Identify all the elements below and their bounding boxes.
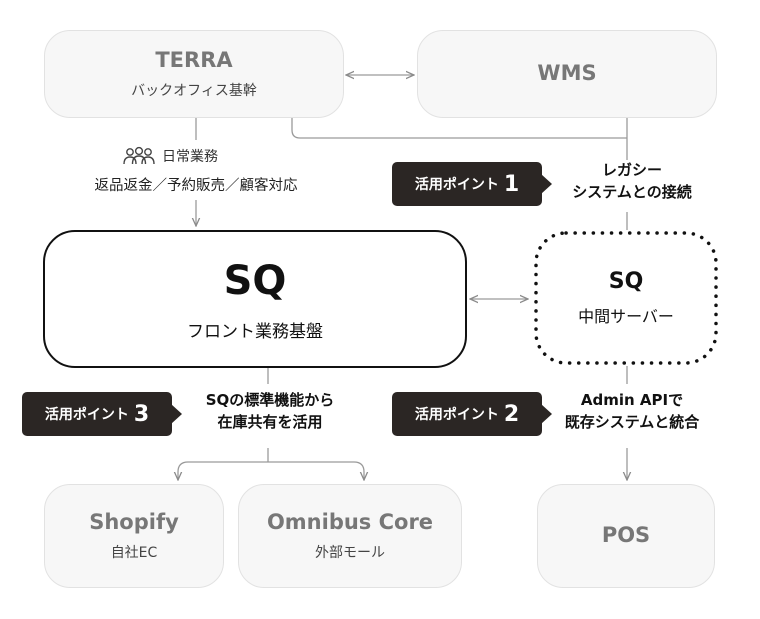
daily-ops-detail: 返品返金／予約販売／顧客対応 xyxy=(94,178,298,194)
point-2-desc-line1: Admin APIで xyxy=(580,391,684,409)
point-1-desc-line1: レガシー xyxy=(601,161,662,179)
node-pos-title: POS xyxy=(601,523,651,548)
point-3-desc: SQの標準機能から 在庫共有を活用 xyxy=(180,390,360,434)
dotted-outline xyxy=(534,231,718,365)
node-pos: POS xyxy=(537,484,715,588)
people-icon xyxy=(123,146,155,165)
point-3-pointer xyxy=(171,404,182,424)
node-terra: TERRA バックオフィス基幹 xyxy=(44,30,344,118)
node-sq-title: SQ xyxy=(223,257,287,304)
point-1-tag-label: 活用ポイント xyxy=(414,177,499,193)
node-sq-middle: SQ 中間サーバー xyxy=(533,230,719,366)
node-terra-title: TERRA xyxy=(155,47,233,72)
point-1-tag-number: 1 xyxy=(503,171,520,197)
point-3-tag-number: 3 xyxy=(133,401,150,427)
edge-to-shopify xyxy=(178,461,268,480)
point-2-pointer xyxy=(541,404,552,424)
node-sq-middle-title: SQ xyxy=(608,269,644,295)
node-omnibus-title: Omnibus Core xyxy=(266,509,434,534)
daily-ops-label: 日常業務 xyxy=(122,146,218,166)
point-1-pointer xyxy=(541,174,552,194)
node-terra-subtitle: バックオフィス基幹 xyxy=(131,83,257,100)
node-wms: WMS xyxy=(417,30,717,118)
point-1-desc: レガシー システムとの接続 xyxy=(552,160,712,204)
point-3-desc-line1: SQの標準機能から xyxy=(205,391,335,409)
point-2-desc: Admin APIで 既存システムと統合 xyxy=(552,390,712,434)
node-shopify-title: Shopify xyxy=(89,509,179,534)
node-shopify: Shopify 自社EC xyxy=(44,484,224,588)
point-3-tag-label: 活用ポイント xyxy=(44,407,129,423)
point-3-desc-line2: 在庫共有を活用 xyxy=(217,412,323,431)
node-sq-middle-subtitle: 中間サーバー xyxy=(578,306,674,326)
point-2-tag-label: 活用ポイント xyxy=(414,407,499,423)
edge-legacy-bus xyxy=(291,118,627,139)
point-1-desc-line2: システムとの接続 xyxy=(572,182,692,201)
node-shopify-subtitle: 自社EC xyxy=(110,545,158,562)
node-sq: SQ フロント業務基盤 xyxy=(43,230,467,368)
point-2-desc-line2: 既存システムと統合 xyxy=(564,412,700,431)
daily-ops-title: 日常業務 xyxy=(162,149,218,165)
node-wms-title: WMS xyxy=(537,61,597,86)
edge-to-omnibus xyxy=(268,461,364,480)
node-omnibus-subtitle: 外部モール xyxy=(315,545,385,562)
point-2-tag-number: 2 xyxy=(503,401,520,427)
node-sq-subtitle: フロント業務基盤 xyxy=(187,321,323,342)
node-omnibus: Omnibus Core 外部モール xyxy=(238,484,462,588)
